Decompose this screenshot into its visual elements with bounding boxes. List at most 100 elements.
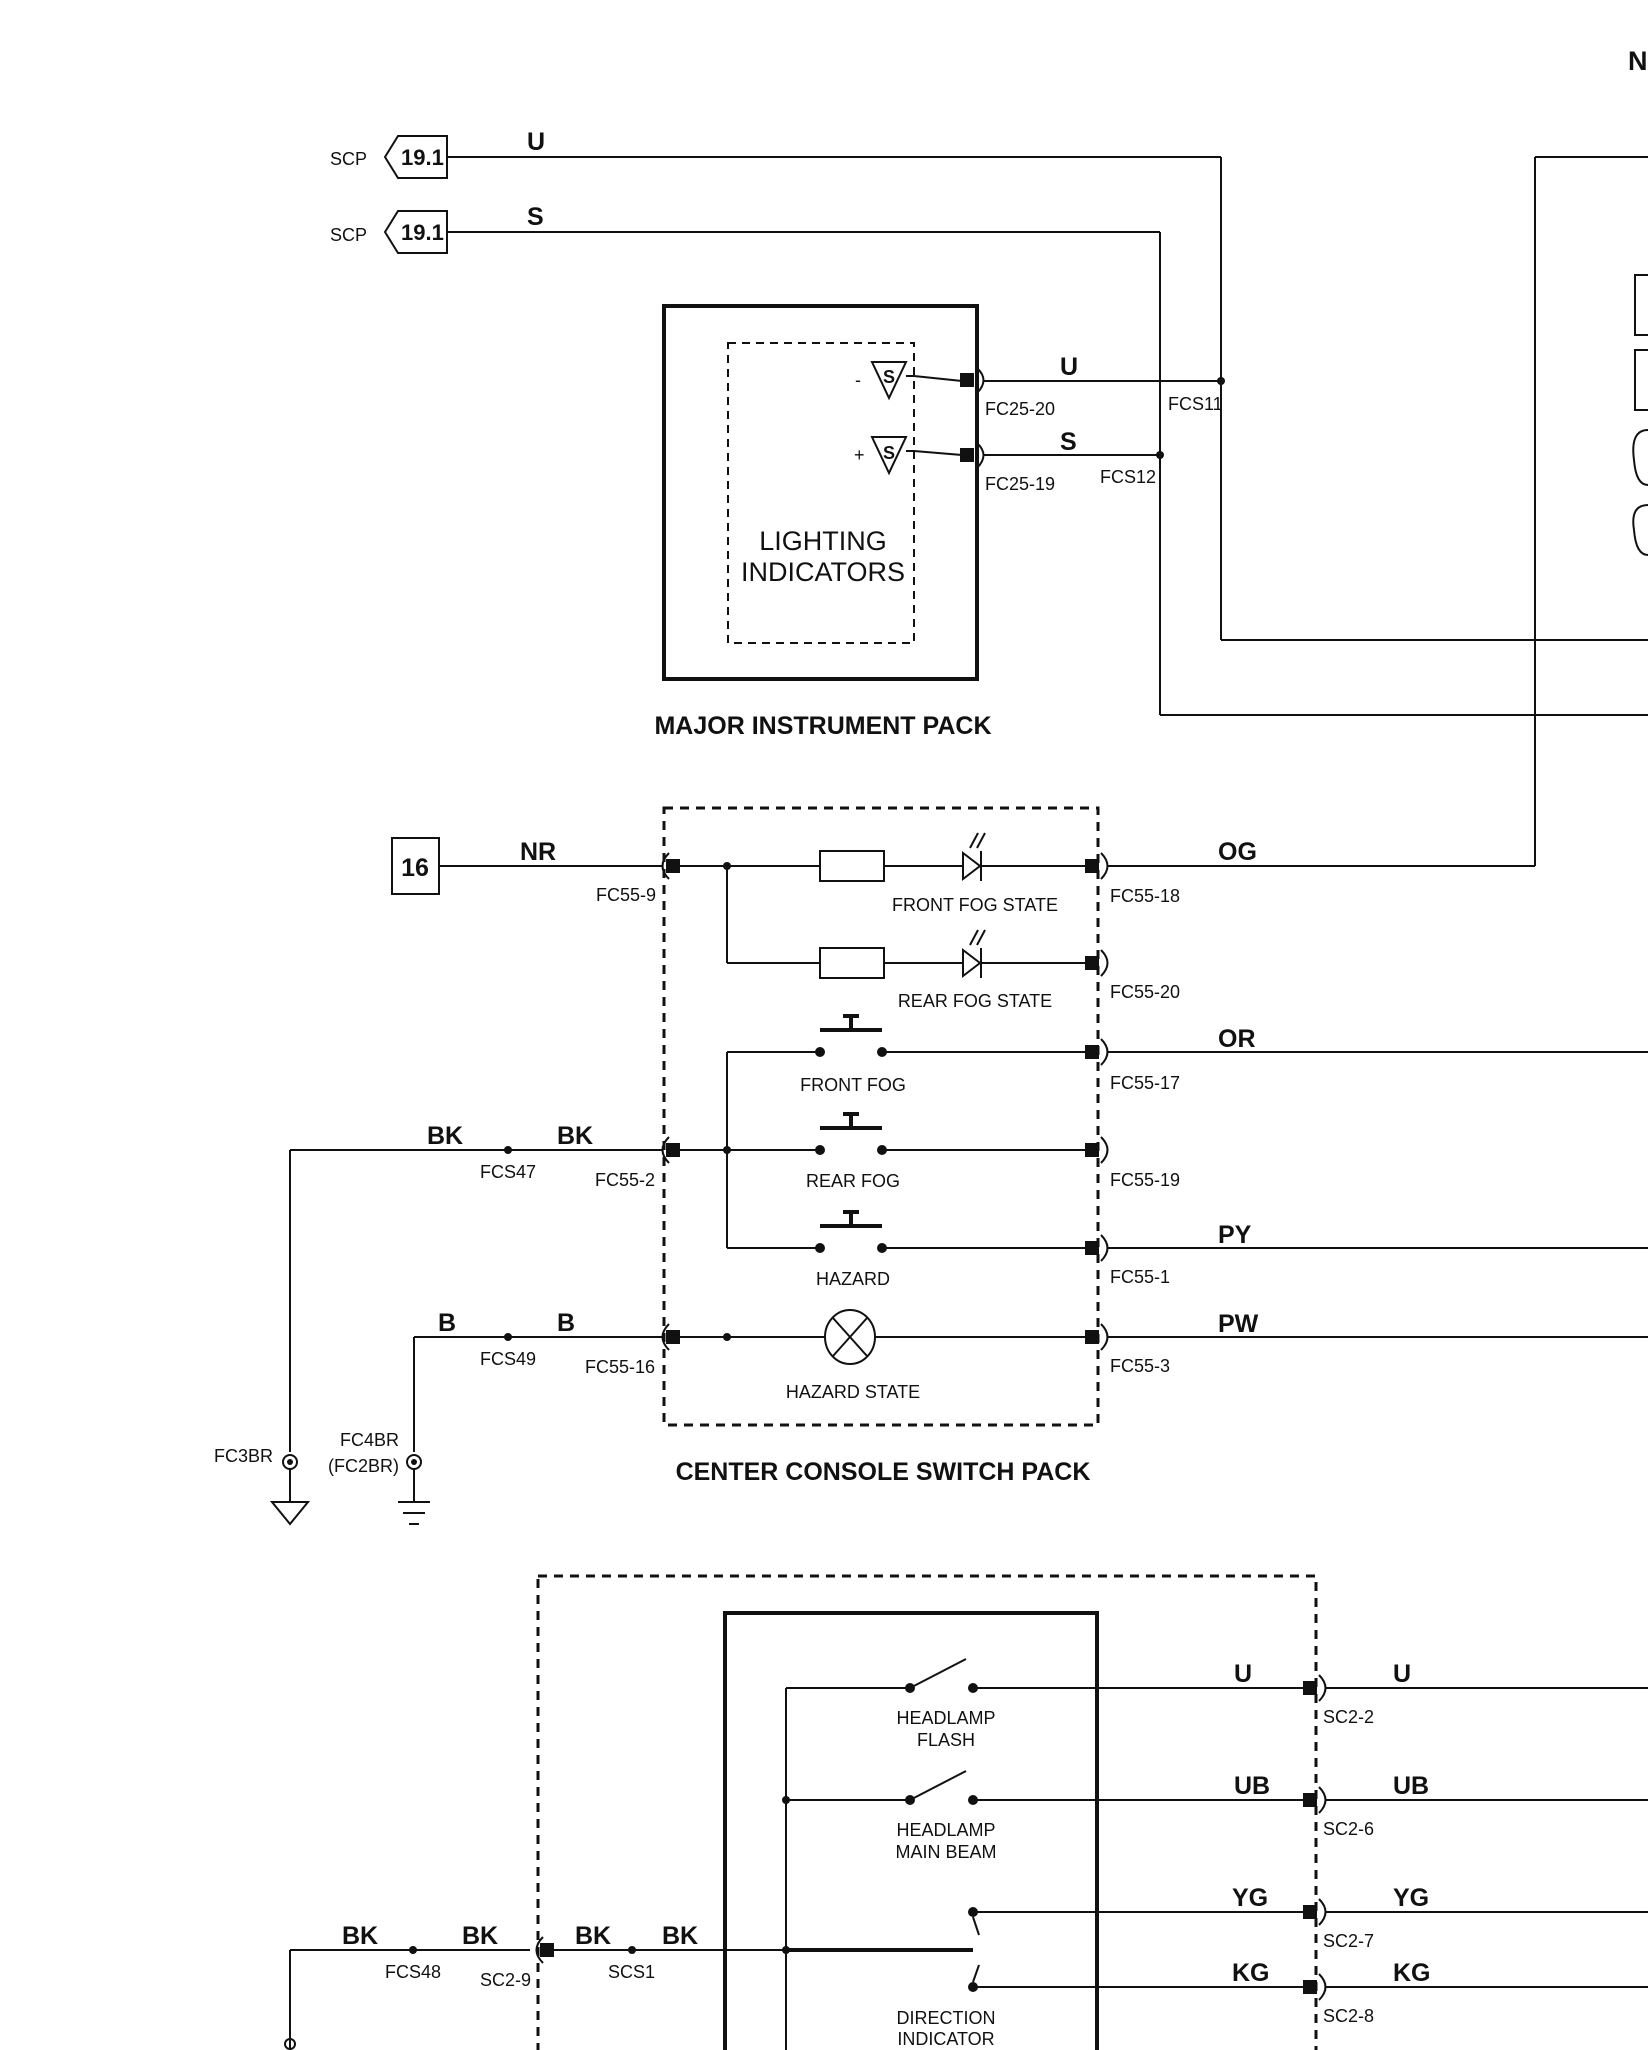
direction-label-1: DIRECTION [897,2008,996,2028]
wire-s-pack: S [1060,428,1077,456]
signal-minus-icon: S - [855,361,908,401]
rear-fog-switch-icon [815,1112,887,1155]
wire-bk-col-c: BK [575,1922,611,1950]
scp-connector-top: SCP 19.1 U [330,128,1221,179]
headlamp-main-beam-switch-icon [905,1770,978,1805]
pin-fc55-19: FC55-19 [1110,1170,1180,1190]
svg-text:-: - [855,370,861,390]
rear-fog-state-label: REAR FOG STATE [898,991,1052,1011]
right-partial-components [1534,156,1648,866]
direction-label-2: INDICATOR [897,2029,994,2049]
lighting-label-1: LIGHTING [759,526,887,556]
corner-label: N [1628,46,1648,76]
pin-sc2-7: SC2-7 [1323,1931,1374,1951]
wire-ub-col-in: UB [1234,1772,1270,1800]
rear-fog-label: REAR FOG [806,1171,900,1191]
pin-fc55-17: FC55-17 [1110,1073,1180,1093]
pin-fc55-18: FC55-18 [1110,886,1180,906]
wire-u-top: U [527,128,545,156]
splice-fcs49: FCS49 [480,1349,536,1369]
pin-fc55-20: FC55-20 [1110,982,1180,1002]
main-beam-label-2: MAIN BEAM [895,1842,996,1862]
wire-s-top: S [527,203,544,231]
console-title: CENTER CONSOLE SWITCH PACK [676,1458,1091,1486]
ref-16: 16 [401,854,429,882]
wire-py: PY [1218,1221,1252,1249]
splice-fcs48: FCS48 [385,1962,441,1982]
pin-fc25-19: FC25-19 [985,474,1055,494]
wire-yg-col-out: YG [1393,1884,1429,1912]
column-inner-box [723,1611,1099,2050]
ground-fc3br-icon [269,1454,311,1526]
front-fog-switch-icon [815,1014,887,1057]
scp-ref-bottom: 19.1 [401,220,444,245]
wire-u-pack: U [1060,353,1078,381]
svg-text:S: S [883,367,895,387]
scp-ref-top: 19.1 [401,145,444,170]
wire-kg-col-in: KG [1232,1959,1270,1987]
wire-bk-col-d: BK [662,1922,698,1950]
major-pack-title: MAJOR INSTRUMENT PACK [654,712,991,740]
wire-u-col-out: U [1393,1660,1411,1688]
wire-og: OG [1218,838,1257,866]
resistor-rear [819,947,885,979]
wire-bk-col-a: BK [342,1922,378,1950]
wire-bk-1: BK [427,1122,463,1150]
led-rear-icon [962,929,986,979]
wire-ub-col-out: UB [1393,1772,1429,1800]
wire-yg-col-in: YG [1232,1884,1268,1912]
hazard-label: HAZARD [816,1269,890,1289]
signal-plus-icon: S + [854,436,908,476]
front-fog-state-label: FRONT FOG STATE [892,895,1058,915]
wire-bk-col-b: BK [462,1922,498,1950]
wire-b-2: B [557,1309,575,1337]
headlamp-flash-switch-icon [905,1658,978,1693]
wire-bk-2: BK [557,1122,593,1150]
column-outer-box [536,1574,1318,2050]
pin-fc55-9: FC55-9 [596,885,656,905]
major-instrument-pack: LIGHTING INDICATORS S - S + U S FC25-20 … [654,304,1225,740]
pin-fc55-3: FC55-3 [1110,1356,1170,1376]
splice-fcs47: FCS47 [480,1162,536,1182]
pin-sc2-9: SC2-9 [480,1970,531,1990]
column-switch-pack: HEADLAMP FLASH U U SC2-2 HEADLAMP MAIN B… [284,1574,1648,2050]
splice-fcs11: FCS11 [1168,394,1223,414]
svg-text:S: S [883,443,895,463]
splice-scs1: SCS1 [608,1962,655,1982]
scp-connector-bottom: SCP 19.1 S [330,203,1160,254]
wire-nr: NR [520,838,556,866]
pin-fc55-1: FC55-1 [1110,1267,1170,1287]
lighting-indicators-box [727,342,915,644]
hazard-state-label: HAZARD STATE [786,1382,920,1402]
headlamp-flash-label-1: HEADLAMP [896,1708,995,1728]
pin-fc25-20: FC25-20 [985,399,1055,419]
pin-sc2-8: SC2-8 [1323,2006,1374,2026]
ground-fc4br: FC4BR [340,1430,399,1450]
front-fog-label: FRONT FOG [800,1075,906,1095]
major-pack-box [662,304,979,681]
pin-sc2-2: SC2-2 [1323,1707,1374,1727]
ground-fc3br: FC3BR [214,1446,273,1466]
hazard-switch-icon [815,1210,887,1253]
lighting-label-2: INDICATORS [741,557,905,587]
center-console-switch-pack: 16 NR FC55-9 FRONT FOG STATE OG FC55-18 [214,806,1648,1526]
splice-fcs12: FCS12 [1100,467,1156,487]
main-beam-label-1: HEADLAMP [896,1820,995,1840]
pin-fc55-2: FC55-2 [595,1170,655,1190]
headlamp-flash-label-2: FLASH [917,1730,975,1750]
pin-fc55-16: FC55-16 [585,1357,655,1377]
pin-sc2-6: SC2-6 [1323,1819,1374,1839]
ground-fc4br-icon [398,1454,430,1525]
led-front-icon [962,832,986,882]
svg-text:+: + [854,445,865,465]
hazard-lamp-icon [824,1309,876,1365]
ground-fc2br: (FC2BR) [328,1456,399,1476]
wire-u-col-in: U [1234,1660,1252,1688]
wire-b-1: B [438,1309,456,1337]
wire-kg-col-out: KG [1393,1959,1431,1987]
wire-or: OR [1218,1025,1256,1053]
direction-indicator-switch-icon [905,1907,980,1992]
scp-label-bottom: SCP [330,225,367,245]
scp-label-top: SCP [330,149,367,169]
